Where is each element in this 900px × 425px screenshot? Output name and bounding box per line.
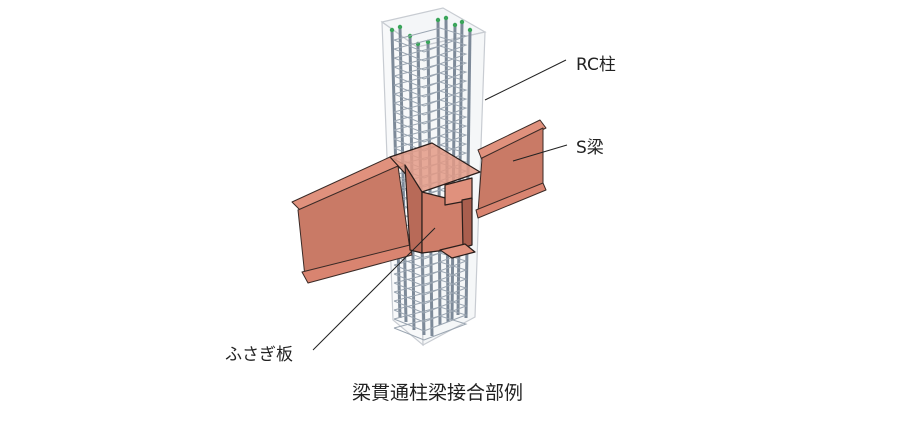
rebar-end: [443, 15, 449, 21]
rebar-end: [389, 27, 395, 33]
hoop: [393, 81, 468, 107]
hoop: [393, 72, 468, 98]
label-s-beam: S梁: [576, 138, 604, 158]
hoop: [393, 54, 468, 80]
rebar-end: [452, 22, 458, 28]
hoop: [393, 270, 468, 296]
hoop: [393, 279, 468, 305]
rebar-end: [397, 24, 403, 30]
hoop: [393, 288, 468, 314]
hoop: [393, 126, 468, 152]
hoop: [393, 36, 468, 62]
s-beam-right: [475, 119, 547, 219]
hoop: [393, 63, 468, 89]
s-beam-left: [291, 156, 413, 284]
leader-s-beam: [512, 144, 568, 162]
label-closing-plate: ふさぎ板: [225, 345, 293, 365]
leader-closing-plate: [312, 227, 436, 351]
rebar-end: [467, 27, 473, 33]
joint-panel: [389, 142, 481, 259]
hoop: [393, 108, 468, 134]
hoop: [393, 252, 468, 278]
hoop: [393, 297, 468, 323]
caption: 梁貫通柱梁接合部例: [351, 382, 523, 404]
leader-rc-column: [484, 59, 567, 101]
hoop: [393, 117, 468, 143]
label-rc-column: RC柱: [576, 55, 616, 75]
hoop: [393, 315, 468, 341]
rebar: [398, 26, 408, 323]
hoop: [393, 90, 468, 116]
hoop: [393, 306, 468, 332]
hoop: [393, 99, 468, 125]
hoop: [393, 27, 468, 53]
hoop: [393, 45, 468, 71]
hoop: [393, 261, 468, 287]
rebar-end: [459, 19, 465, 25]
rebar-end: [435, 17, 441, 23]
